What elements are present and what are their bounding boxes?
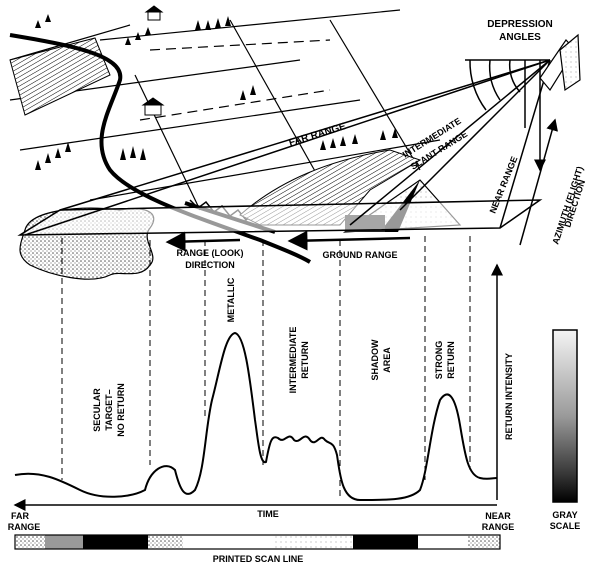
shadow-area-label-2: AREA [382,347,392,373]
intermediate-return-label-2: RETURN [300,341,310,379]
aircraft-icon [539,33,581,92]
shadow-area-label-1: SHADOW [370,339,380,381]
strong-return-label-1: STRONG [434,341,444,380]
azimuth-arrow [519,118,558,246]
projection-lines [61,236,471,498]
secular-label-1: SECULAR [92,388,102,432]
printed-scan-line-label: PRINTED SCAN LINE [213,554,304,564]
secular-label-2: TARGET– [104,389,114,430]
intensity-curve [14,331,498,502]
farm-buildings [141,5,165,116]
far-range-label-2: RANGE [8,522,41,532]
far-range-label-1: FAR [11,511,30,521]
depression-angles-label-2: ANGLES [499,32,541,43]
strong-return-label-2: RETURN [446,341,456,379]
range-look-label-2: DIRECTION [185,260,235,270]
secular-label-3: NO RETURN [116,383,126,437]
gray-scale-label-1: GRAY [552,510,577,520]
near-range-label-1: NEAR [485,511,511,521]
plowed-field [9,37,111,116]
intermediate-return-label-1: INTERMEDIATE [288,327,298,394]
return-intensity-label: RETURN INTENSITY [504,353,514,440]
gray-scale-bar [552,329,578,503]
tree-clusters [35,14,398,170]
gray-scale-label-2: SCALE [550,521,581,531]
depression-angles-label-1: DEPRESSION [487,19,553,30]
range-look-label-1: RANGE (LOOK) [177,248,244,258]
azimuth-label-1: AZIMUTH (FLIGHT) [550,165,585,246]
metallic-label: METALLIC [226,277,236,322]
range-arrows [165,230,411,252]
time-label: TIME [257,509,279,519]
far-range-beam-label: FAR RANGE [288,121,348,149]
near-range-label-2: RANGE [482,522,515,532]
road [9,33,312,264]
intensity-plot: RETURN INTENSITY [13,236,514,511]
radar-beams [17,59,551,236]
ground-range-label: GROUND RANGE [322,250,397,260]
printed-scan-line [14,534,501,550]
